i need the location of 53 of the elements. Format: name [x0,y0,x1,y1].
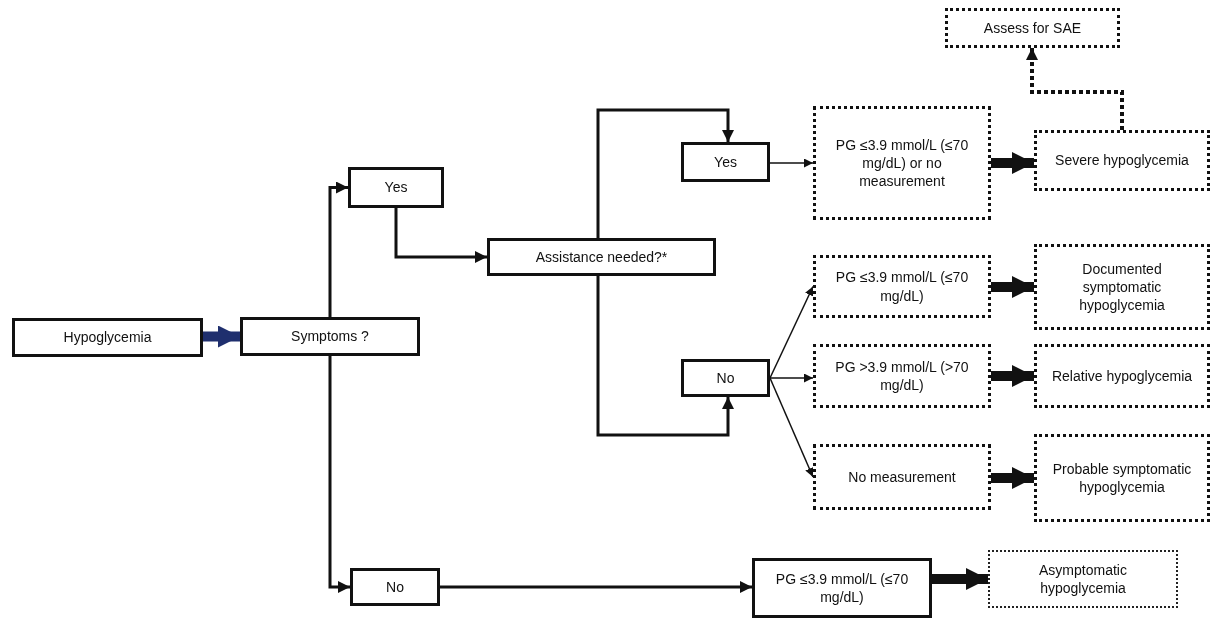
box-text: Assess for SAE [983,18,1082,38]
arrow [769,158,814,168]
arrow [769,373,814,383]
block-arrow [991,365,1034,387]
outcome-box [813,106,991,220]
arrow [440,581,752,593]
process-box [487,238,716,276]
outcome-box [813,344,991,408]
outcome-box [1034,434,1210,522]
arrow [328,181,348,317]
box-text: Yes [714,152,737,172]
outcome-box [945,8,1120,48]
box-text: No measurement [848,467,956,487]
outcome-box [988,550,1178,608]
box-text: PG ≤3.9 mmol/L (≤70 mg/dL) [834,268,970,305]
block-arrow [932,568,988,590]
box-text: Assistance needed?* [535,247,668,267]
box-text: PG >3.9 mmol/L (>70 mg/dL) [834,357,970,395]
box-text: No [716,368,735,388]
box-text: Asymptomatic hypoglycemia [1038,560,1128,598]
box-text: Relative hypoglycemia [1051,366,1193,386]
outcome-box [1034,344,1210,408]
arrow [769,285,814,379]
outcome-box [813,255,991,318]
block-arrow [991,152,1034,174]
outcome-box [1034,244,1210,330]
arrow [596,108,734,238]
box-text: Hypoglycemia [63,328,152,347]
process-box [752,558,932,618]
arrow [596,276,734,437]
outcome-box [813,444,991,510]
box-text: Severe hypoglycemia [1055,151,1189,170]
process-box [348,167,444,208]
arrow [1026,48,1124,130]
arrow [769,377,814,478]
box-text: Documented symptomatic hypoglycemia [1078,259,1166,315]
box-text: PG ≤3.9 mmol/L (≤70 mg/dL) [774,569,910,607]
arrow [394,208,487,263]
box-text: PG ≤3.9 mmol/L (≤70 mg/dL) or no measurement [834,135,970,191]
block-arrow [991,276,1034,298]
arrow [328,356,350,593]
process-box [681,359,770,397]
box-text: No [386,577,404,597]
process-box [681,142,770,182]
block-arrow [203,325,240,348]
process-box [12,318,203,357]
box-text: Symptoms ? [291,327,369,346]
process-box [350,568,440,606]
block-arrow [991,467,1034,489]
box-text: Probable symptomatic hypoglycemia [1051,459,1193,497]
box-text: Yes [384,178,408,197]
process-box [240,317,420,356]
outcome-box [1034,130,1210,191]
